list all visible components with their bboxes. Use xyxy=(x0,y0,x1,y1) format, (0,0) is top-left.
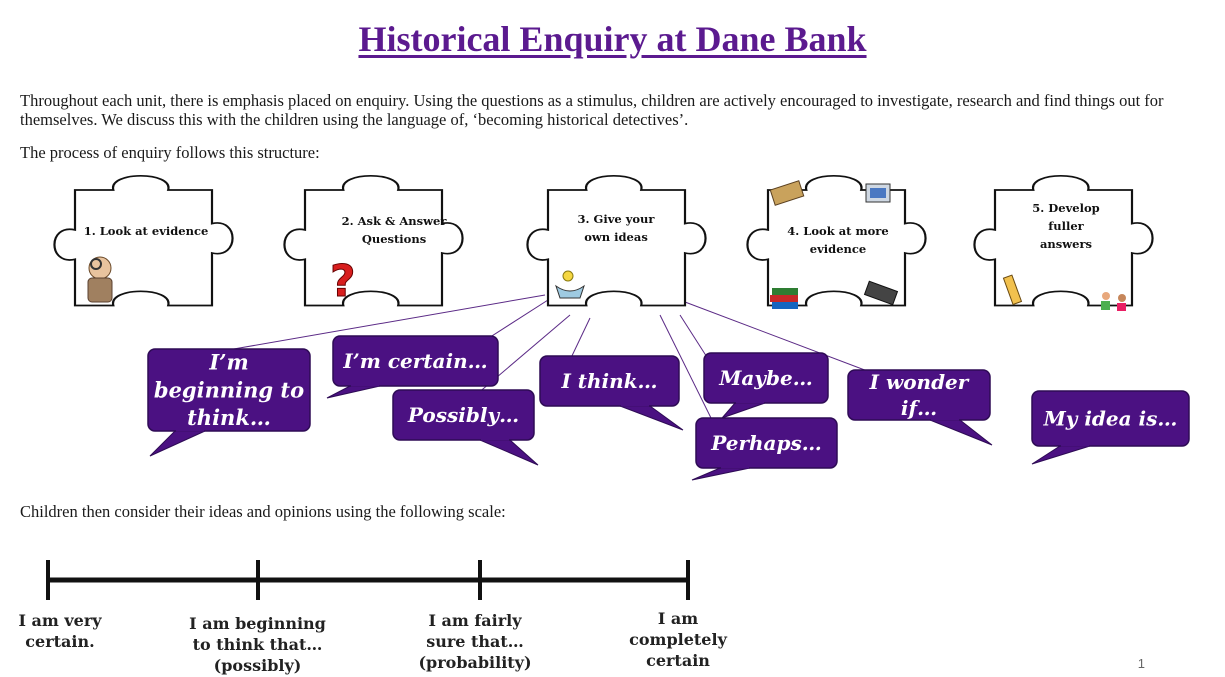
ideas-icon xyxy=(555,270,585,299)
puzzle-piece-3 xyxy=(526,174,707,307)
enquiry-diagram: ? 1. Look at evidenc xyxy=(53,174,1190,481)
page-number: 1 xyxy=(1137,656,1145,671)
question-mark-icon: ? xyxy=(330,256,356,307)
speech-bubble-text: My idea is… xyxy=(1043,407,1178,431)
speech-bubble-6: Perhaps… xyxy=(691,417,838,481)
speech-bubble-text: Possibly… xyxy=(407,403,519,427)
puzzle-piece-5 xyxy=(973,174,1154,311)
certainty-scale-line xyxy=(46,560,690,600)
detective-icon xyxy=(87,256,113,303)
speech-bubble-text: Maybe… xyxy=(718,366,812,390)
speech-bubble-text: I think… xyxy=(560,369,657,393)
scale-intro: Children then consider their ideas and o… xyxy=(20,502,506,521)
process-intro: The process of enquiry follows this stru… xyxy=(20,143,320,162)
puzzle-piece-1 xyxy=(53,174,234,307)
page-title: Historical Enquiry at Dane Bank xyxy=(358,19,867,59)
speech-bubble-5: Maybe… xyxy=(703,352,829,420)
evidence-icons xyxy=(769,180,899,309)
puzzle-piece-2: ? xyxy=(283,174,464,308)
children-icon xyxy=(1101,292,1126,311)
pencil-icon xyxy=(1002,274,1023,306)
speech-bubble-8: My idea is… xyxy=(1031,390,1190,465)
intro-paragraph: Throughout each unit, there is emphasis … xyxy=(20,91,1164,129)
speech-bubble-2: I’m certain… xyxy=(326,335,499,399)
puzzle-piece-4 xyxy=(746,174,927,309)
speech-bubble-text: Perhaps… xyxy=(710,431,822,455)
speech-bubble-3: Possibly… xyxy=(392,389,539,466)
speech-bubble-4: I think… xyxy=(539,355,684,431)
speech-bubble-text: I’m certain… xyxy=(342,349,487,373)
step-label-1: 1. Look at evidence xyxy=(84,224,209,238)
